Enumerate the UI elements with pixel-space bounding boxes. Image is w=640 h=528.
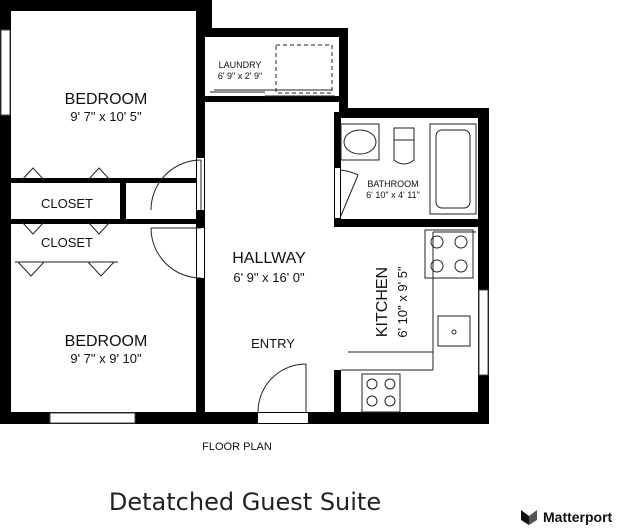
bathroom-name: BATHROOM <box>367 179 418 189</box>
closet-bottom-name: CLOSET <box>41 235 93 250</box>
entry-name: ENTRY <box>251 336 295 351</box>
bedroom-bottom-dims: 9' 7" x 9' 10" <box>70 351 142 366</box>
fixtures <box>214 44 477 413</box>
walls <box>0 0 489 424</box>
doors <box>15 91 359 423</box>
floor-plan-label: FLOOR PLAN <box>202 441 272 453</box>
windows <box>0 29 489 424</box>
laundry-dims: 6' 9" x 2' 9" <box>218 71 262 81</box>
bedroom-top-dims: 9' 7" x 10' 5" <box>70 109 142 124</box>
kitchen-name: KITCHEN <box>374 267 391 337</box>
laundry-name: LAUNDRY <box>219 60 262 70</box>
bedroom-top-name: BEDROOM <box>65 91 148 108</box>
bathroom-dims: 6' 10" x 4' 11" <box>366 190 420 200</box>
hallway-name: HALLWAY <box>232 250 306 267</box>
brand-name: Matterport <box>543 509 613 525</box>
hallway-dims: 6' 9" x 16' 0" <box>233 270 305 285</box>
closet-top-name: CLOSET <box>41 196 93 211</box>
matterport-logo-icon <box>521 510 537 525</box>
bedroom-bottom-name: BEDROOM <box>65 333 148 350</box>
room-labels: BEDROOM 9' 7" x 10' 5" CLOSET CLOSET BED… <box>41 60 420 453</box>
floor-plan: BEDROOM 9' 7" x 10' 5" CLOSET CLOSET BED… <box>0 0 489 453</box>
kitchen-dims: 6' 10" x 9' 5" <box>395 266 410 338</box>
plan-caption: Detatched Guest Suite <box>108 488 382 516</box>
brand-logo: Matterport <box>520 506 612 528</box>
